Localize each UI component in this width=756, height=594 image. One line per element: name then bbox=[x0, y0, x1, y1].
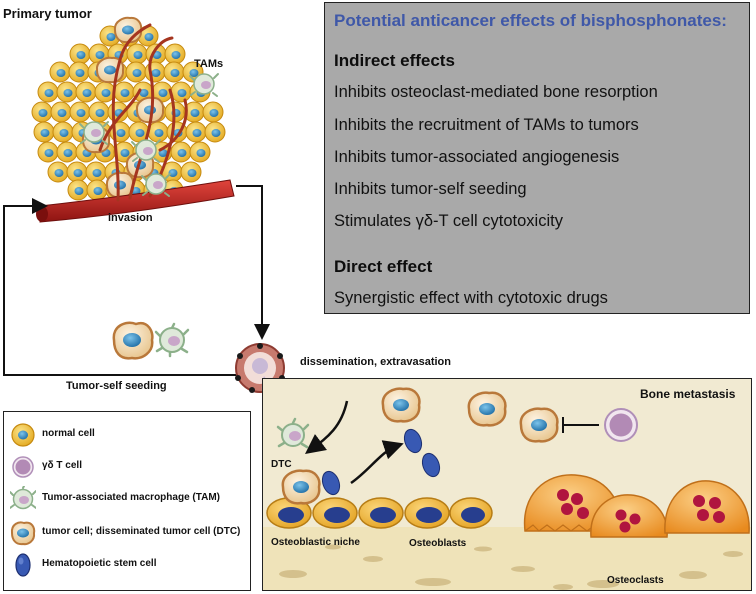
normal-cell bbox=[75, 81, 97, 103]
normal-cell-icon bbox=[11, 423, 35, 447]
bone-metastasis-panel: Bone metastasis DTC Osteoblastic niche O… bbox=[262, 378, 752, 591]
legend-row-hsc: Hematopoietic stem cell bbox=[4, 550, 252, 580]
legend-label: normal cell bbox=[42, 428, 95, 439]
hematopoietic-stem-cells bbox=[321, 428, 441, 496]
normal-cell bbox=[164, 43, 186, 65]
bone-matrix-pores bbox=[279, 544, 743, 590]
gamma-delta-t-cell-icon bbox=[12, 456, 34, 478]
gamma-delta-t-cell bbox=[604, 408, 638, 442]
primary-tumor-title: Primary tumor bbox=[3, 6, 92, 21]
legend-row-normal-cell: normal cell bbox=[4, 420, 252, 450]
direct-effect-item: Synergistic effect with cytotoxic drugs bbox=[334, 289, 608, 307]
seeding-label: Tumor-self seeding bbox=[66, 380, 167, 392]
osteoblasts-label: Osteoblasts bbox=[409, 538, 467, 549]
indirect-effect-item: Inhibits osteoclast-mediated bone resorp… bbox=[334, 83, 658, 101]
normal-cell bbox=[69, 43, 91, 65]
tumor-nucleus bbox=[123, 333, 141, 347]
hematopoietic-stem-cell-icon bbox=[15, 553, 31, 577]
legend-label: tumor cell; disseminated tumor cell (DTC… bbox=[42, 526, 241, 537]
normal-cell bbox=[56, 81, 78, 103]
normal-cell bbox=[50, 101, 72, 123]
direct-effect-heading: Direct effect bbox=[334, 257, 433, 276]
indirect-effect-item: Inhibits tumor-associated angiogenesis bbox=[334, 148, 620, 166]
normal-cell bbox=[204, 121, 226, 143]
dissemination-label: dissemination, extravasation bbox=[300, 356, 451, 368]
bone-microenvironment bbox=[263, 379, 751, 590]
indirect-effects-heading: Indirect effects bbox=[334, 51, 455, 70]
legend-label: γδ T cell bbox=[42, 460, 82, 471]
legend-row-tumor-cell: tumor cell; disseminated tumor cell (DTC… bbox=[4, 518, 252, 548]
legend-row-tam: Tumor-associated macrophage (TAM) bbox=[4, 484, 252, 514]
indirect-effect-item: Stimulates γδ-T cell cytotoxicity bbox=[334, 212, 563, 230]
normal-cell bbox=[113, 81, 135, 103]
osteoclasts bbox=[523, 474, 750, 538]
normal-cell bbox=[86, 179, 108, 201]
tam-cells bbox=[79, 73, 219, 197]
osteoblastic-niche-label: Osteoblastic niche bbox=[271, 537, 360, 548]
tumor-cell-icon bbox=[10, 521, 36, 546]
bisphosphonate-effects-panel: Potential anticancer effects of bisphosp… bbox=[324, 2, 750, 314]
tam-cell bbox=[79, 121, 109, 145]
seeding-cells bbox=[112, 321, 190, 360]
inhibition-arrow bbox=[562, 417, 599, 433]
seeding-arrow bbox=[3, 198, 250, 376]
tam-cell bbox=[141, 173, 171, 197]
normal-cell bbox=[37, 141, 59, 163]
legend-label: Hematopoietic stem cell bbox=[42, 558, 157, 569]
tam-cell bbox=[189, 73, 219, 97]
normal-cell bbox=[189, 141, 211, 163]
indirect-effect-item: Inhibits the recruitment of TAMs to tumo… bbox=[334, 116, 639, 134]
mobilization-arrow bbox=[350, 440, 404, 485]
normal-cell bbox=[125, 61, 147, 83]
dtc-cell bbox=[281, 469, 321, 505]
indirect-effect-item: Inhibits tumor-self seeding bbox=[334, 180, 527, 198]
normal-cell bbox=[180, 161, 202, 183]
legend-row-gd-t-cell: γδ T cell bbox=[4, 452, 252, 482]
blood-vessel bbox=[39, 179, 235, 223]
osteoclasts-label: Osteoclasts bbox=[607, 575, 664, 586]
dtc-label: DTC bbox=[271, 459, 292, 470]
bone-metastasis-title: Bone metastasis bbox=[640, 387, 736, 401]
normal-cell bbox=[202, 101, 224, 123]
effects-title: Potential anticancer effects of bisphosp… bbox=[334, 11, 727, 30]
bone-matrix bbox=[263, 527, 751, 590]
normal-cell bbox=[33, 121, 55, 143]
dissemination-arrow bbox=[236, 185, 270, 340]
invasion-label: invasion bbox=[108, 212, 153, 224]
tam-icon bbox=[154, 322, 190, 358]
legend-label: Tumor-associated macrophage (TAM) bbox=[42, 492, 220, 503]
primary-tumor-illustration bbox=[31, 16, 235, 223]
tam-cell bbox=[131, 139, 161, 163]
tam-cell bbox=[276, 417, 310, 449]
tam-icon bbox=[10, 486, 36, 510]
tumor-cells bbox=[381, 387, 559, 443]
osteoblast-row bbox=[266, 497, 493, 529]
homing-arrow bbox=[304, 400, 349, 454]
normal-cell bbox=[88, 101, 110, 123]
legend: normal cell γδ T cell Tumor-associated m… bbox=[3, 411, 251, 591]
tams-label: TAMs bbox=[194, 58, 224, 70]
